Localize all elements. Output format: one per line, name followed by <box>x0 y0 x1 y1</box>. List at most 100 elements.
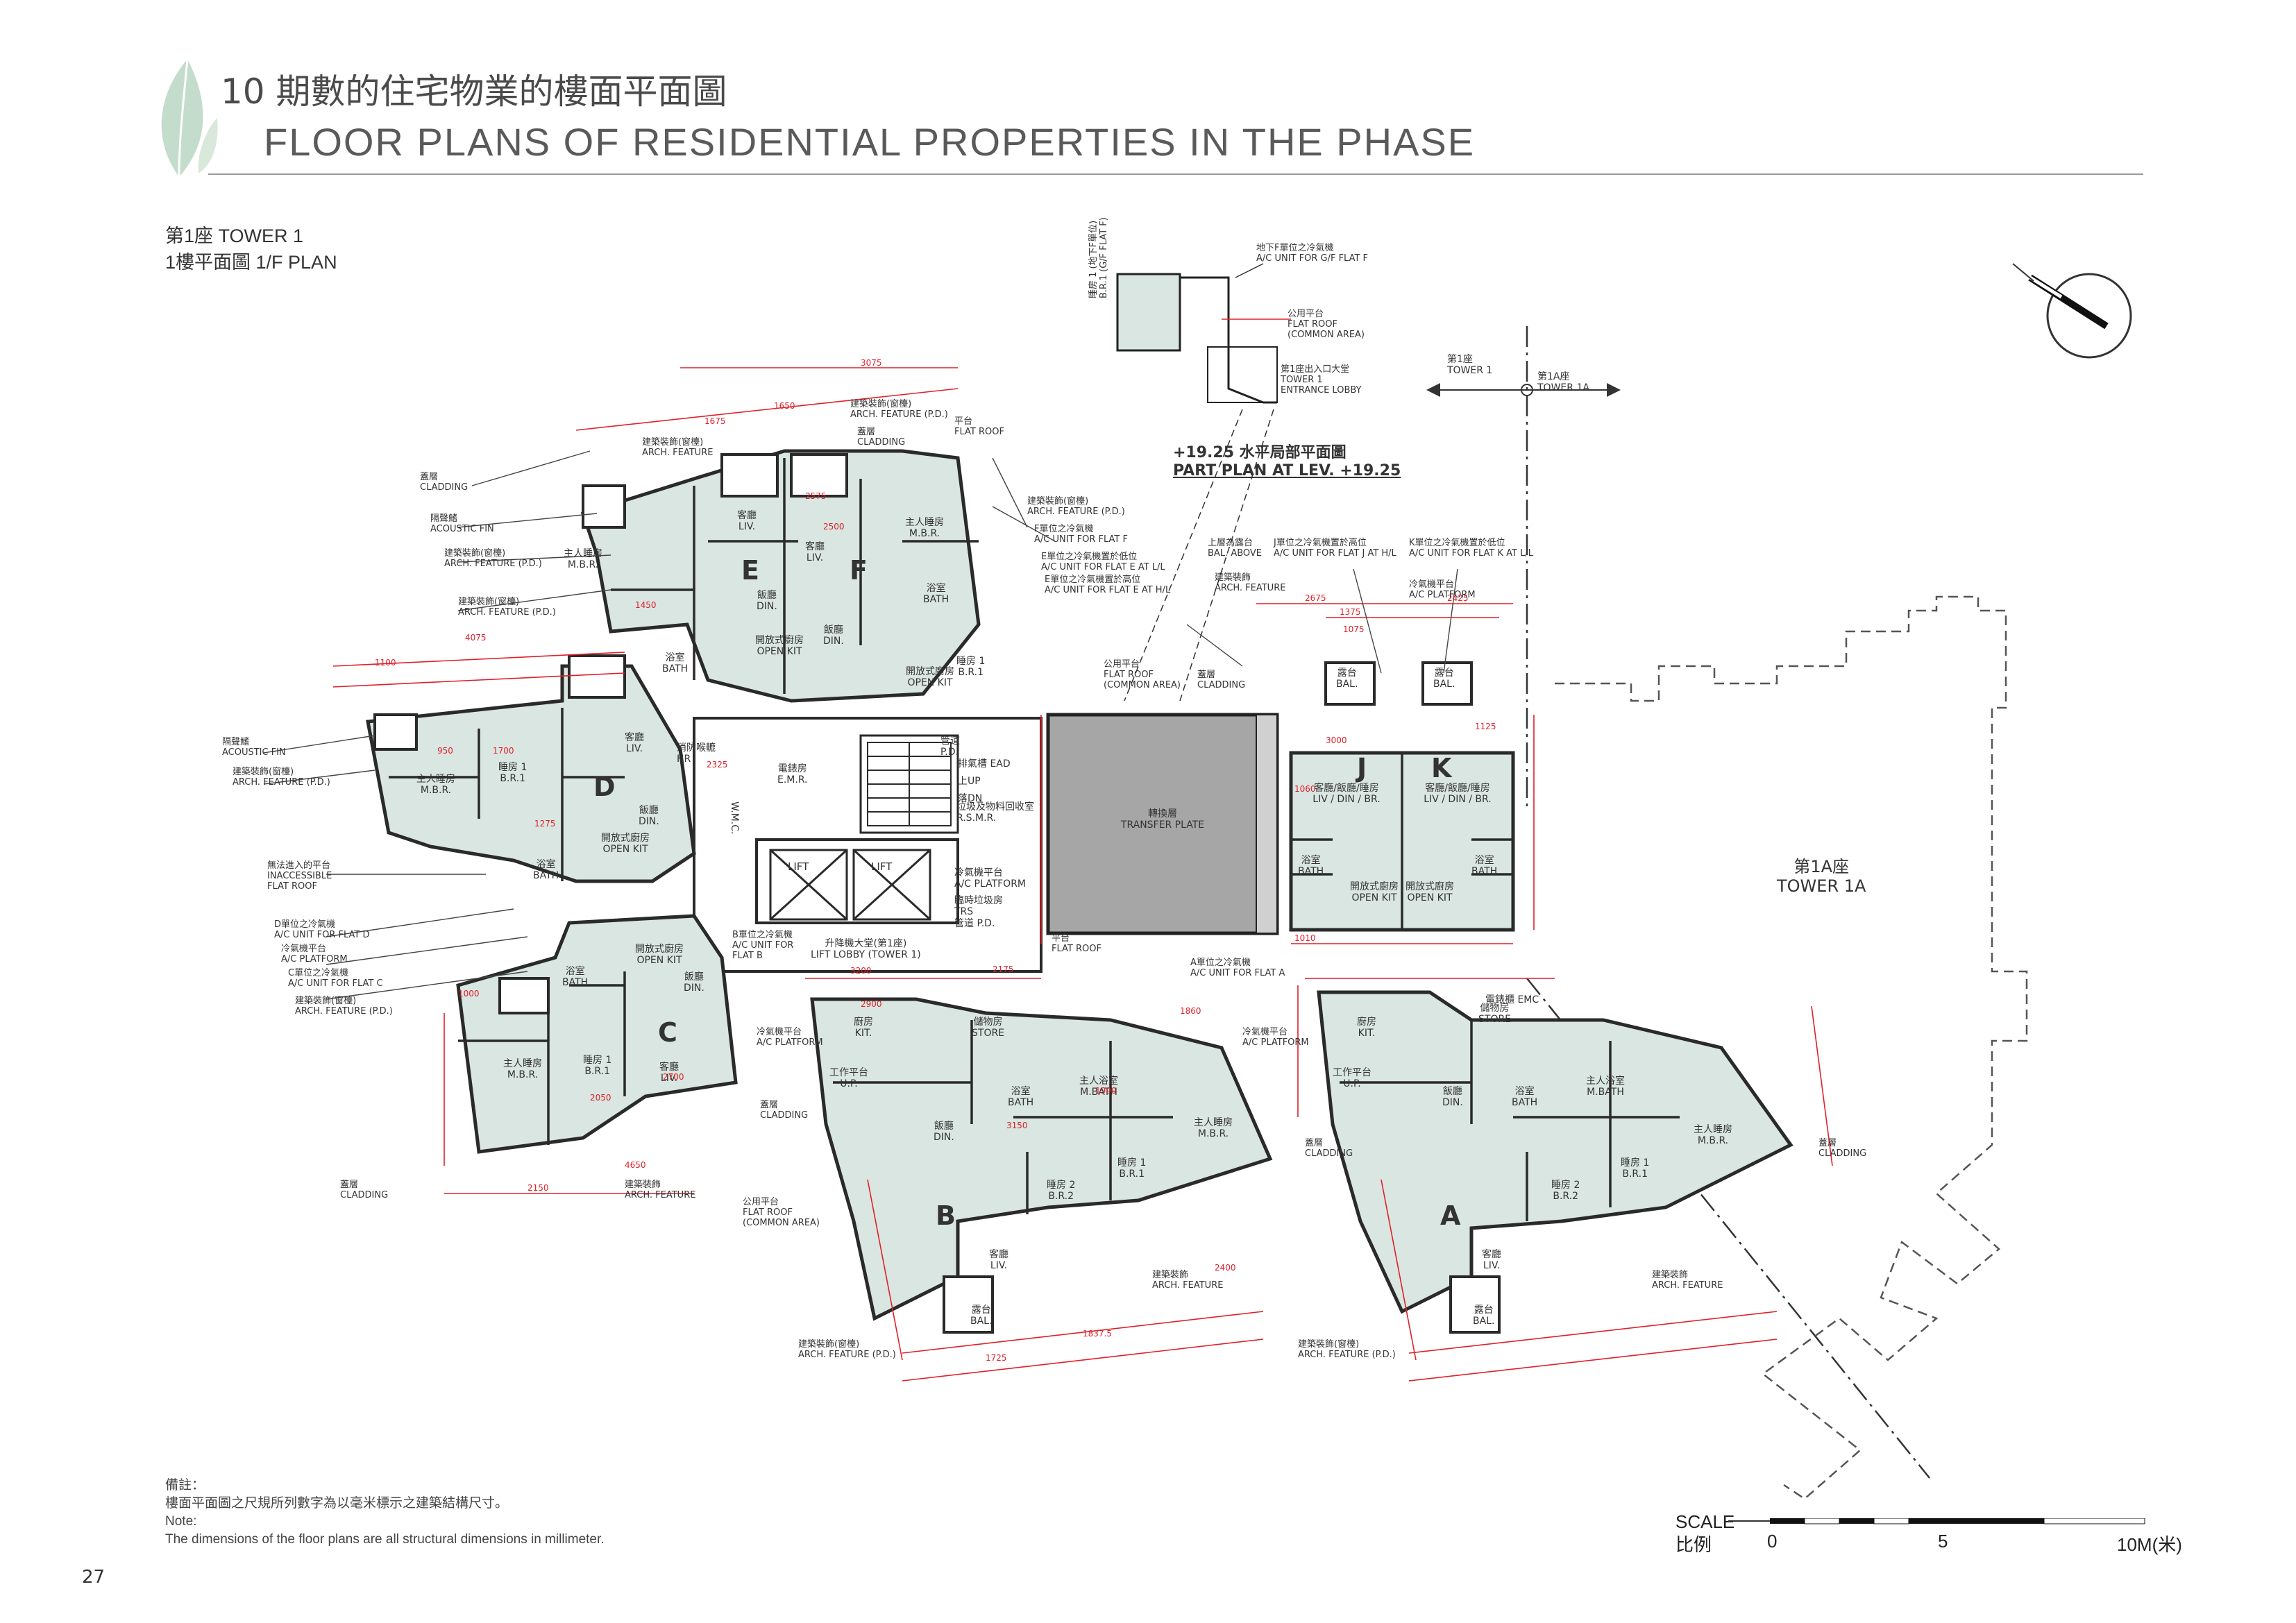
dim-1700: 1700 <box>493 746 514 756</box>
dimension-lines <box>332 367 1833 1382</box>
lift-core <box>769 849 931 921</box>
stair-up-label: 上UP <box>958 776 981 787</box>
stair-down-label: 落DN <box>958 793 983 804</box>
wmc-label: W.M.C. <box>729 801 740 835</box>
dim-2500: 2500 <box>823 522 845 532</box>
dim-2150: 2150 <box>527 1183 549 1193</box>
dim-1375: 1375 <box>1340 607 1361 617</box>
notes-en-title: Note: <box>165 1514 197 1529</box>
scale-tick-5: 5 <box>1938 1531 1948 1552</box>
flat-e-label: E <box>741 555 759 586</box>
flat-a-label: A <box>1440 1200 1461 1231</box>
flat-b-label: B <box>936 1200 956 1231</box>
balconies <box>373 453 1501 1334</box>
dim-950: 950 <box>437 746 453 756</box>
archpd-top-label: 建築裝飾(窗檯)ARCH. FEATURE (P.D.) <box>850 399 948 420</box>
archpd-e-label: 建築裝飾(窗檯)ARCH. FEATURE <box>642 437 714 458</box>
flat-k-label: K <box>1431 753 1452 783</box>
notes-en-body: The dimensions of the floor plans are al… <box>165 1532 605 1547</box>
dim-2050: 2050 <box>590 1093 611 1103</box>
dim-1060: 1060 <box>1294 784 1316 794</box>
page-title-zh: 10 期數的住宅物業的樓面平面圖 <box>221 71 727 112</box>
tower-label: 第1座 TOWER 1 <box>165 226 304 246</box>
dim-1450: 1450 <box>635 600 657 610</box>
dim-2425: 2425 <box>1447 593 1469 603</box>
dim-2175: 2175 <box>993 965 1014 974</box>
archpd-e3-label: 建築裝飾(窗檯)ARCH. FEATURE (P.D.) <box>458 597 556 618</box>
tower-divider-line <box>1526 326 1930 1479</box>
archpd-a-label: 建築裝飾(窗檯)ARCH. FEATURE (P.D.) <box>1298 1339 1396 1360</box>
dim-2400: 2400 <box>1215 1263 1236 1273</box>
dim-3075: 3075 <box>861 358 882 368</box>
archpd-b-label: 建築裝飾(窗檯)ARCH. FEATURE (P.D.) <box>798 1339 896 1360</box>
staircase <box>867 742 952 826</box>
dim-2675: 2675 <box>1305 593 1326 603</box>
dim-1837-5: 1837.5 <box>1083 1329 1112 1339</box>
north-arrow-icon <box>2012 263 2132 359</box>
tower-1-structure <box>693 717 1043 973</box>
dim-2325: 2325 <box>707 760 728 770</box>
scale-tick-0: 0 <box>1767 1531 1778 1552</box>
tower-1a-outline <box>1555 595 2028 1500</box>
dim-1125: 1125 <box>1475 722 1496 731</box>
scale-tick-10: 10M(米) <box>2117 1534 2182 1555</box>
floor-label: 1樓平面圖 1/F PLAN <box>165 252 337 273</box>
